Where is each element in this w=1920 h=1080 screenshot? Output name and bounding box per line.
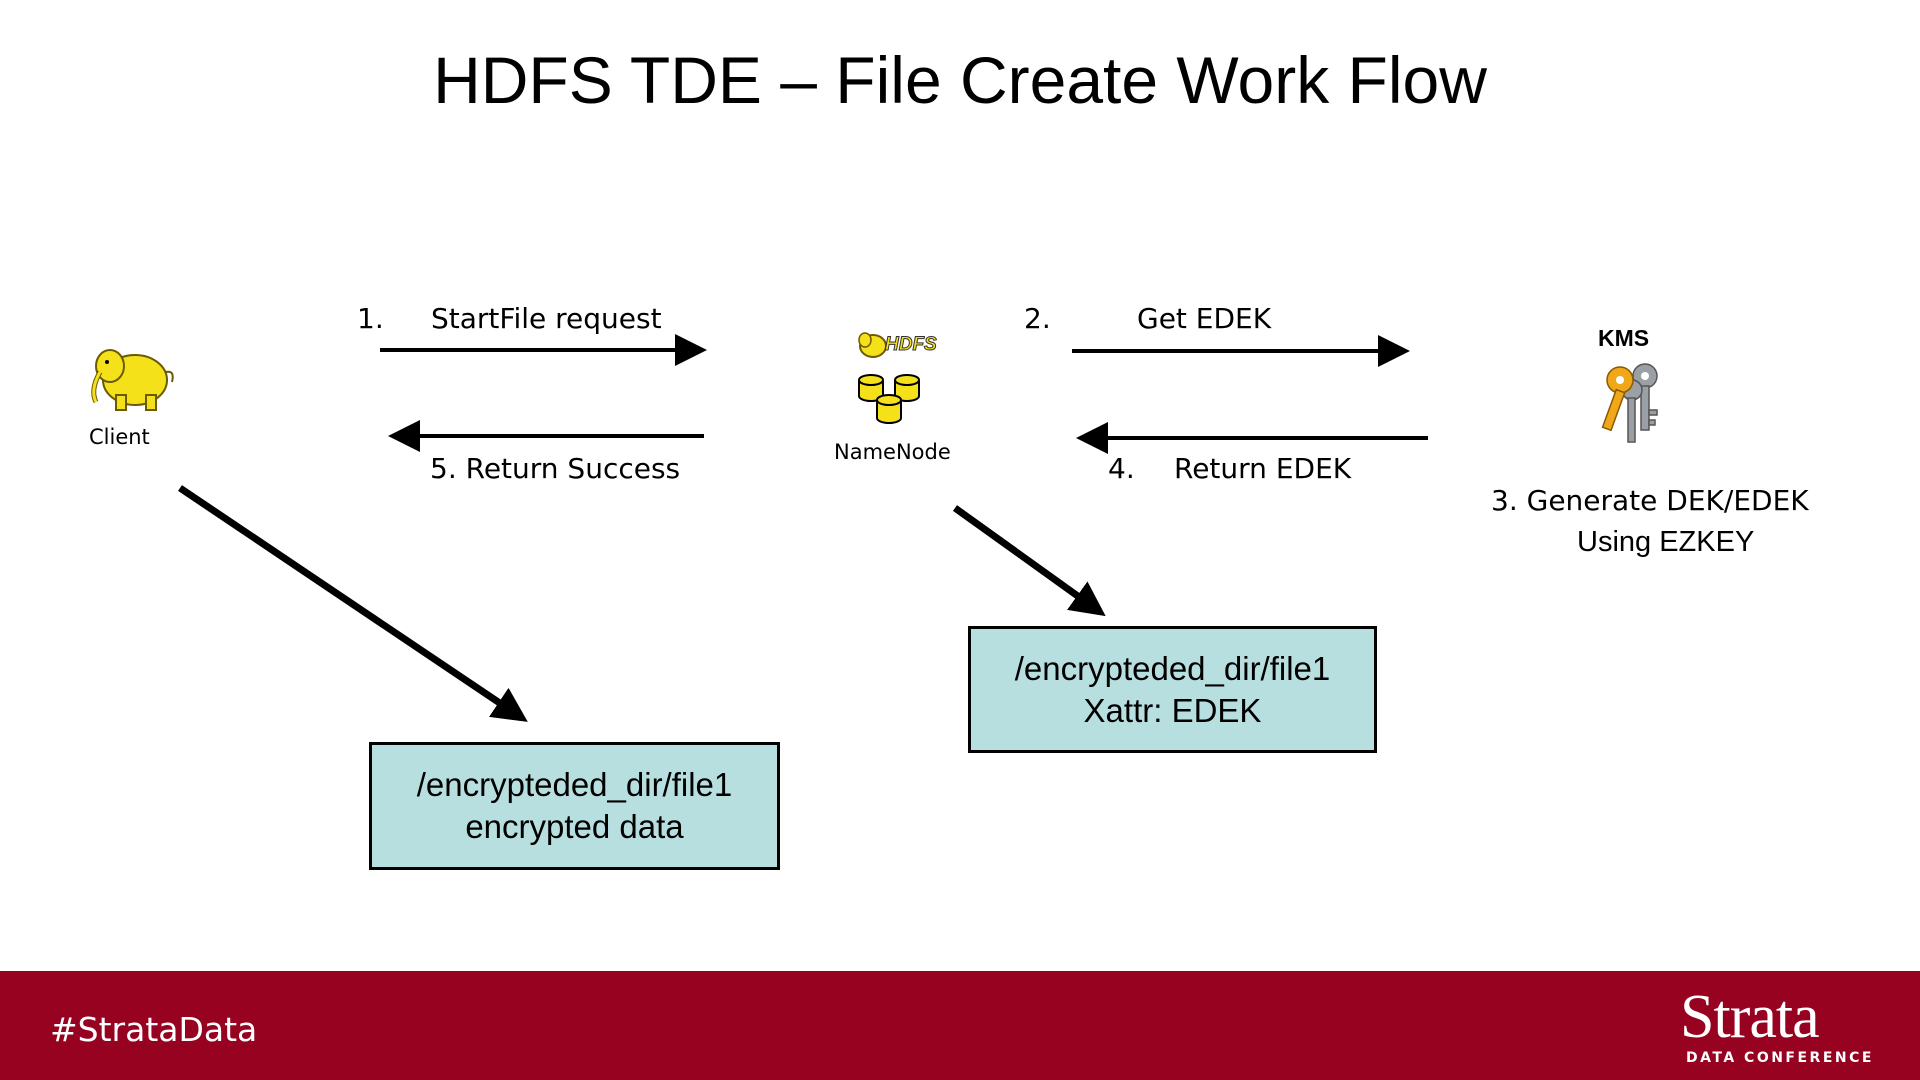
xattr-value: EDEK (1171, 691, 1262, 729)
namenode-file-box: /encrypteded_dir/file1 Xattr: EDEK (968, 626, 1377, 753)
strata-logo-subtitle: DATA CONFERENCE (1686, 1050, 1874, 1066)
arrow-client-to-file (178, 485, 528, 722)
step3-subtext: Using EZKEY (1577, 526, 1755, 558)
slide-title: HDFS TDE – File Create Work Flow (433, 43, 1487, 117)
client-label: Client (89, 425, 150, 449)
footer-bar (0, 971, 1920, 1080)
client-file-box: /encrypteded_dir/file1 encrypted data (369, 742, 780, 870)
strata-logo-word: Strata (1680, 983, 1820, 1051)
keys-icon (1601, 363, 1658, 443)
step2-text: Get EDEK (1137, 302, 1272, 335)
client-file-path: /encrypteded_dir/file1 (416, 766, 733, 803)
xattr-label: Xattr: (1083, 691, 1172, 729)
step2-number: 2. (1024, 302, 1051, 335)
hadoop-elephant-icon (91, 349, 174, 411)
hdfs-logo-text: HDFS (885, 334, 938, 356)
step4-number: 4. (1108, 452, 1135, 485)
kms-label: KMS (1598, 325, 1650, 351)
namenode-file-xattr: Xattr: EDEK (971, 690, 1374, 732)
step4-text: Return EDEK (1174, 452, 1352, 485)
namenode-file-path: /encrypteded_dir/file1 (1014, 649, 1331, 687)
footer-hashtag: #StrataData (50, 1010, 258, 1049)
hdfs-logo: HDFS (855, 328, 945, 369)
step1-number: 1. (357, 302, 384, 335)
hdfs-elephant-icon (858, 332, 887, 358)
client-file-content: encrypted data (465, 808, 684, 845)
step1-text: StartFile request (431, 302, 662, 335)
database-cluster-icon (858, 374, 920, 424)
step5-text: 5. Return Success (430, 452, 681, 485)
arrow-namenode-to-file (952, 505, 1106, 617)
namenode-label: NameNode (834, 440, 951, 464)
step3-text: 3. Generate DEK/EDEK (1491, 484, 1809, 517)
